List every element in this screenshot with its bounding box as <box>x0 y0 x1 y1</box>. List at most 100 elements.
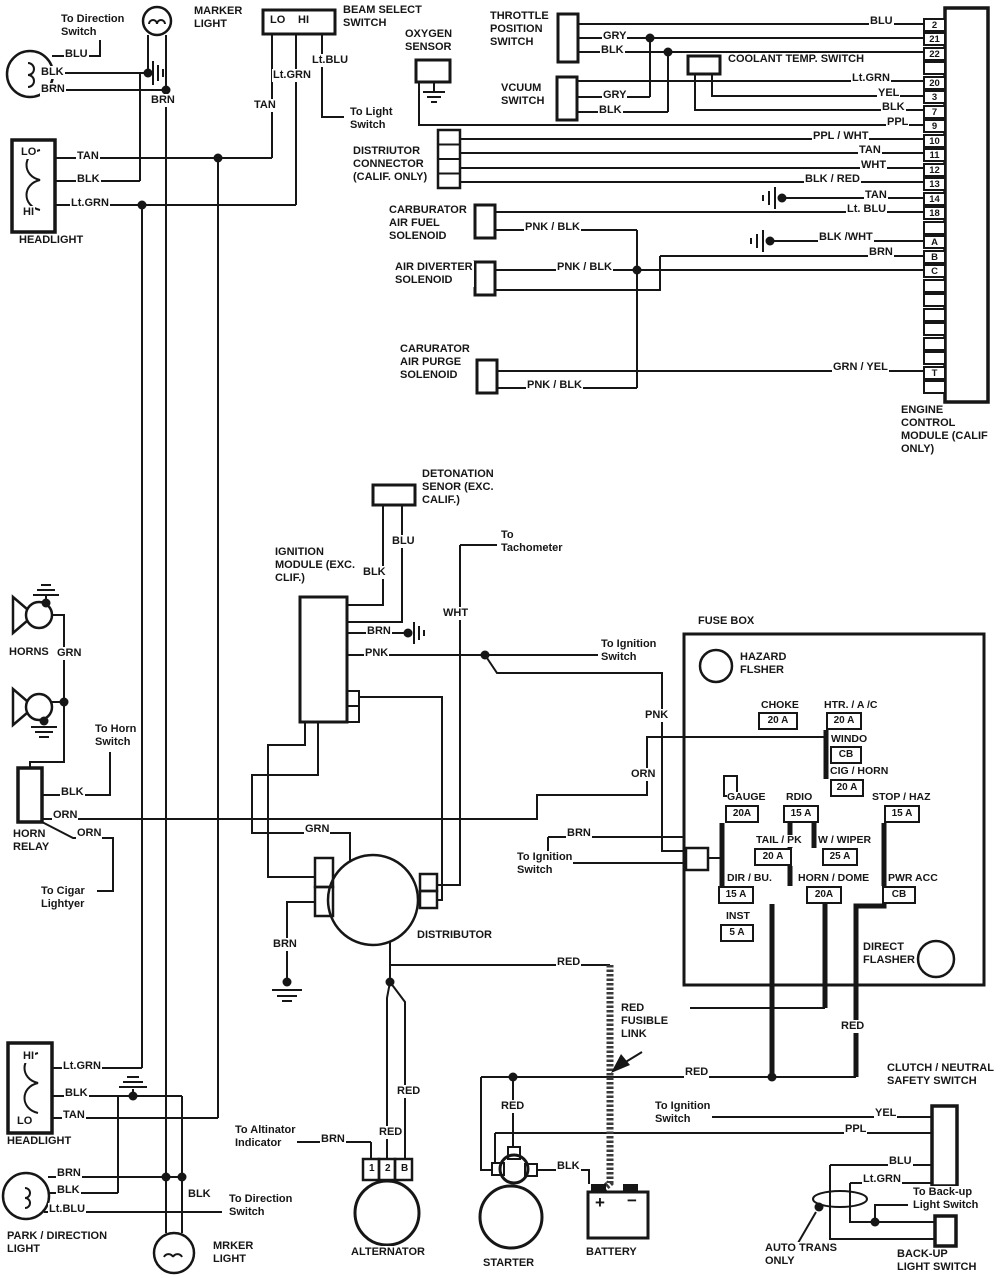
wire-blk-throttle: BLK <box>600 44 625 57</box>
marker-light-top-icon <box>141 5 173 37</box>
fuse-stop-haz: 15 A <box>884 805 920 823</box>
alternator-terminals <box>361 1157 414 1182</box>
to-backup-light-switch: To Back-up Light Switch <box>912 1186 980 1212</box>
headlight-bot-hi: HI <box>22 1050 35 1063</box>
auto-trans-only: AUTO TRANS ONLY <box>764 1242 838 1268</box>
wire-brn-marker-top: BRN <box>150 94 176 107</box>
wire-orn-relay2: ORN <box>76 827 103 840</box>
ecm-title: ENGINE CONTROL MODULE (CALIF ONLY) <box>900 404 1000 456</box>
wire-red-mid: RED <box>684 1066 710 1079</box>
battery-plus: + <box>595 1193 605 1212</box>
wire-red-alt-b: RED <box>396 1085 422 1098</box>
fusible-link-arrow-icon <box>611 1051 643 1073</box>
fuse-box-title: FUSE BOX <box>697 615 756 628</box>
wire-ltblu-park-bot: Lt.BLU <box>48 1203 87 1216</box>
wire-brn-dist-ground: BRN <box>272 938 298 951</box>
to-ignition-switch-3: To Ignition Switch <box>654 1100 712 1126</box>
wire-blk-starter: BLK <box>556 1160 581 1173</box>
starter-title: STARTER <box>482 1257 536 1270</box>
ground-icon <box>413 622 425 644</box>
ecm-pin-blank-3 <box>923 61 946 75</box>
wire-yel-clutch: YEL <box>874 1107 898 1120</box>
ecm-pin-18: 18 <box>923 206 946 220</box>
red-fusible-link-title: RED FUSIBLE LINK <box>620 1002 670 1041</box>
horn-relay-title: HORN RELAY <box>12 828 51 854</box>
carb-air-purge-solenoid <box>475 358 499 395</box>
wire-red-starter: RED <box>500 1100 526 1113</box>
wire-grn-horns: GRN <box>56 647 83 660</box>
to-direction-switch-bot: To Direction Switch <box>228 1193 294 1219</box>
fuse-gauge: 20A <box>725 805 759 823</box>
ecm-pin-3: 3 <box>923 90 946 104</box>
ground-icon <box>119 1076 147 1088</box>
backup-light-switch-title: BACK-UP LIGHT SWITCH <box>896 1248 978 1274</box>
ecm-pin-11: 11 <box>923 148 946 162</box>
ecm-pin-22: 22 <box>923 46 946 61</box>
beam-hi: HI <box>297 14 310 27</box>
clutch-neutral-title: CLUTCH / NEUTRAL SAFETY SWITCH <box>886 1062 995 1088</box>
junction-dots <box>39 33 880 1227</box>
fuse-label-w-wiper: W / WIPER <box>818 834 872 847</box>
headlight-bot-lo: LO <box>16 1115 34 1128</box>
wire-wht-pin12: WHT <box>860 159 888 172</box>
wire-brn-park-top: BRN <box>40 83 66 96</box>
ecm-pin-blank-22 <box>923 336 946 351</box>
ecm-pin-2: 2 <box>923 17 946 32</box>
distributor-connector-title: DISTRIUTOR CONNECTOR (CALIF. ONLY) <box>352 145 429 184</box>
fuse-choke: 20 A <box>758 712 798 730</box>
alternator-title: ALTERNATOR <box>350 1246 426 1259</box>
beam-select-switch-title: BEAM SELECT SWITCH <box>342 4 423 30</box>
ecm-pin-A: A <box>923 235 946 249</box>
wire-brn-pinB: BRN <box>868 246 894 259</box>
fuse-label-horn-dome: HORN / DOME <box>798 872 870 885</box>
fuse-cig-horn: 20 A <box>830 779 864 797</box>
battery-icon <box>586 1184 650 1240</box>
headlight-top-title: HEADLIGHT <box>18 234 85 247</box>
ignition-module-title: IGNITION MODULE (EXC. CLIF.) <box>274 546 357 585</box>
wires-top-left <box>50 34 344 1177</box>
ecm-pin-blank-20 <box>923 307 946 322</box>
battery-title: BATTERY <box>585 1246 638 1259</box>
ecm-pin-7: 7 <box>923 104 946 119</box>
wire-blk-marker-bot: BLK <box>187 1188 212 1201</box>
wire-blkwht-pinA: BLK /WHT <box>818 231 874 244</box>
wire-blu-park-top: BLU <box>64 48 89 61</box>
horn-relay <box>16 766 44 824</box>
wire-red-dist: RED <box>556 956 582 969</box>
park-direction-light-bottom-icon <box>1 1171 51 1221</box>
wire-tan-headlight: TAN <box>76 150 100 163</box>
ecm-body <box>943 6 990 404</box>
alt-term-2: 2 <box>385 1163 391 1174</box>
battery-minus: − <box>627 1191 637 1210</box>
wire-blu-clutch: BLU <box>888 1155 913 1168</box>
fuse-label-inst: INST <box>726 910 750 923</box>
wire-blu-det: BLU <box>391 535 416 548</box>
horns-title: HORNS <box>8 646 50 659</box>
carb-air-fuel-title: CARBURATOR AIR FUEL SOLENOID <box>388 204 468 243</box>
ecm-pin-21: 21 <box>923 32 946 46</box>
fuse-label-dir-bu-: DIR / BU. <box>727 872 772 885</box>
throttle-position-switch-title: THROTTLE POSITION SWITCH <box>489 10 550 49</box>
ecm-pin-blank-14 <box>923 220 946 235</box>
fuse-label-htr-a-c: HTR. / A /C <box>824 699 878 712</box>
ecm-pin-9: 9 <box>923 119 946 133</box>
fuse-label-gauge: GAUGE <box>727 791 766 804</box>
auto-trans-ellipse <box>812 1190 868 1208</box>
wire-ltgrn-pin20: Lt.GRN <box>851 72 891 85</box>
ecm-pin-blank-25 <box>923 380 946 394</box>
wire-red-fusebox: RED <box>840 1020 866 1033</box>
fuse-pwr-acc: CB <box>882 886 916 904</box>
wire-blk-vacuum: BLK <box>598 104 623 117</box>
wire-orn-fusebox: ORN <box>630 768 657 781</box>
wire-pnk-ign: PNK <box>364 647 390 660</box>
fuse-windo: CB <box>830 746 862 764</box>
alt-term-1: 1 <box>369 1163 375 1174</box>
marker-light-bot-title: MRKER LIGHT <box>212 1240 255 1266</box>
wire-ltgrn-beam: Lt.GRN <box>272 69 312 82</box>
wire-ltgrn-clutch: Lt.GRN <box>862 1173 902 1186</box>
direct-flasher-title: DIRECT FLASHER <box>862 941 916 967</box>
wire-ppl-clutch: PPL <box>844 1123 868 1136</box>
alternator-icon <box>353 1179 421 1247</box>
fuse-label-rdio: RDIO <box>786 791 813 804</box>
